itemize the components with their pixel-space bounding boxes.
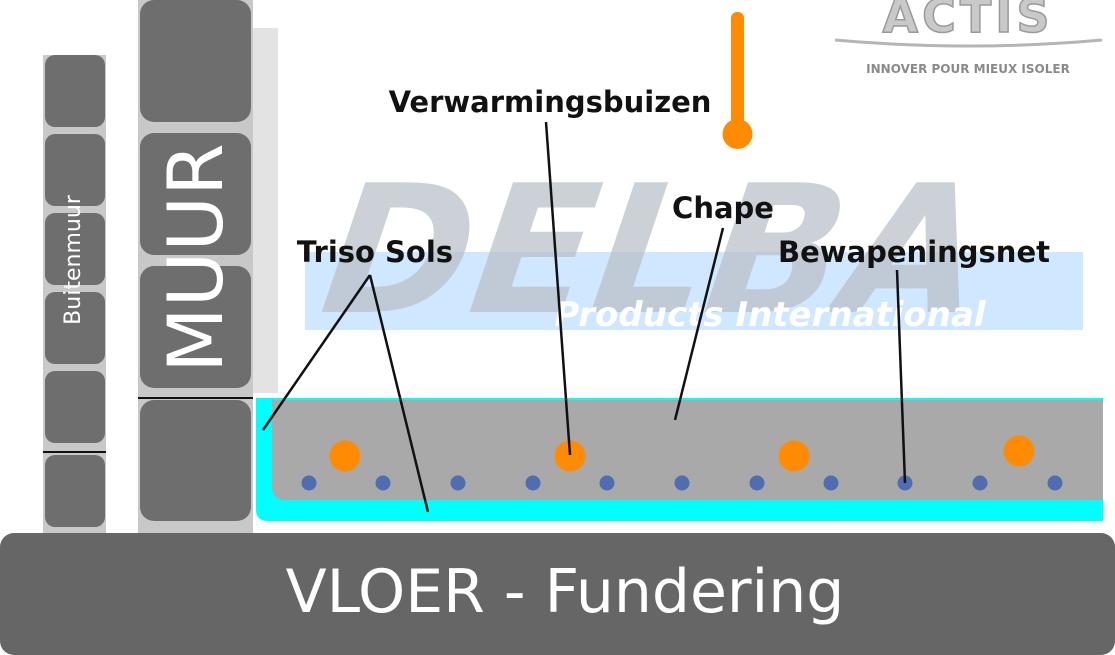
thermometer-stem — [731, 12, 744, 130]
leader-chape — [673, 227, 725, 421]
watermark-band — [305, 252, 1083, 330]
vloer-label: VLOER - Fundering — [286, 557, 845, 627]
bewapeningsnet-label: Bewapeningsnet — [778, 235, 1050, 269]
mesh-dot — [674, 475, 690, 491]
block — [140, 133, 251, 255]
brick — [45, 134, 105, 206]
thermometer-bulb — [722, 119, 753, 149]
leader-triso-sols-wall — [261, 274, 372, 431]
block — [140, 0, 251, 122]
vloer-fundering — [0, 533, 1115, 655]
mesh-dot — [972, 475, 988, 491]
mesh-dot — [599, 475, 615, 491]
mesh-dot — [375, 475, 391, 491]
verwarmingsbuizen-pipes — [329, 435, 1035, 472]
muur-wall: MUUR — [138, 0, 253, 535]
actis-logo-text: ACTIS — [883, 0, 1054, 43]
leader-lines — [261, 121, 907, 513]
leader-verwarmingsbuizen — [544, 121, 572, 456]
actis-logo: ACTIS INNOVER POUR MIEUX ISOLER — [834, 0, 1103, 76]
heating-pipe — [778, 440, 810, 472]
bewapeningsnet-mesh — [301, 475, 1063, 491]
brick — [45, 55, 105, 127]
watermark-brand: DELBA — [312, 148, 997, 355]
brick — [45, 292, 105, 364]
mesh-dot — [1047, 475, 1063, 491]
chape-screed — [272, 400, 1103, 500]
mesh-dot — [823, 475, 839, 491]
chape-label: Chape — [672, 191, 774, 225]
buitenmuur-label: Buitenmuur — [61, 194, 86, 325]
heating-pipe — [329, 440, 361, 472]
mesh-dot — [525, 475, 541, 491]
triso-sols-label: Triso Sols — [297, 235, 453, 269]
leader-triso-sols-floor — [368, 274, 430, 513]
brick — [45, 213, 105, 285]
heating-pipe — [554, 440, 586, 472]
watermark-subtitle: Products International — [554, 295, 987, 335]
muur-label: MUUR — [151, 143, 240, 373]
mesh-dot — [301, 475, 317, 491]
block — [140, 400, 251, 521]
mesh-dot — [450, 475, 466, 491]
leader-bewapeningsnet — [895, 269, 907, 484]
thermometer-icon — [722, 12, 753, 149]
brick — [45, 455, 105, 527]
heating-pipe — [1003, 435, 1035, 467]
plaster-strip — [253, 28, 278, 393]
delba-watermark: DELBA Products International — [305, 148, 1083, 355]
block — [140, 266, 251, 388]
actis-logo-swoosh — [834, 38, 1103, 48]
verwarmingsbuizen-label: Verwarmingsbuizen — [389, 85, 712, 119]
brick — [45, 371, 105, 443]
actis-logo-tagline: INNOVER POUR MIEUX ISOLER — [866, 62, 1070, 76]
buitenmuur-wall: Buitenmuur — [43, 55, 106, 535]
mesh-dot — [749, 475, 765, 491]
